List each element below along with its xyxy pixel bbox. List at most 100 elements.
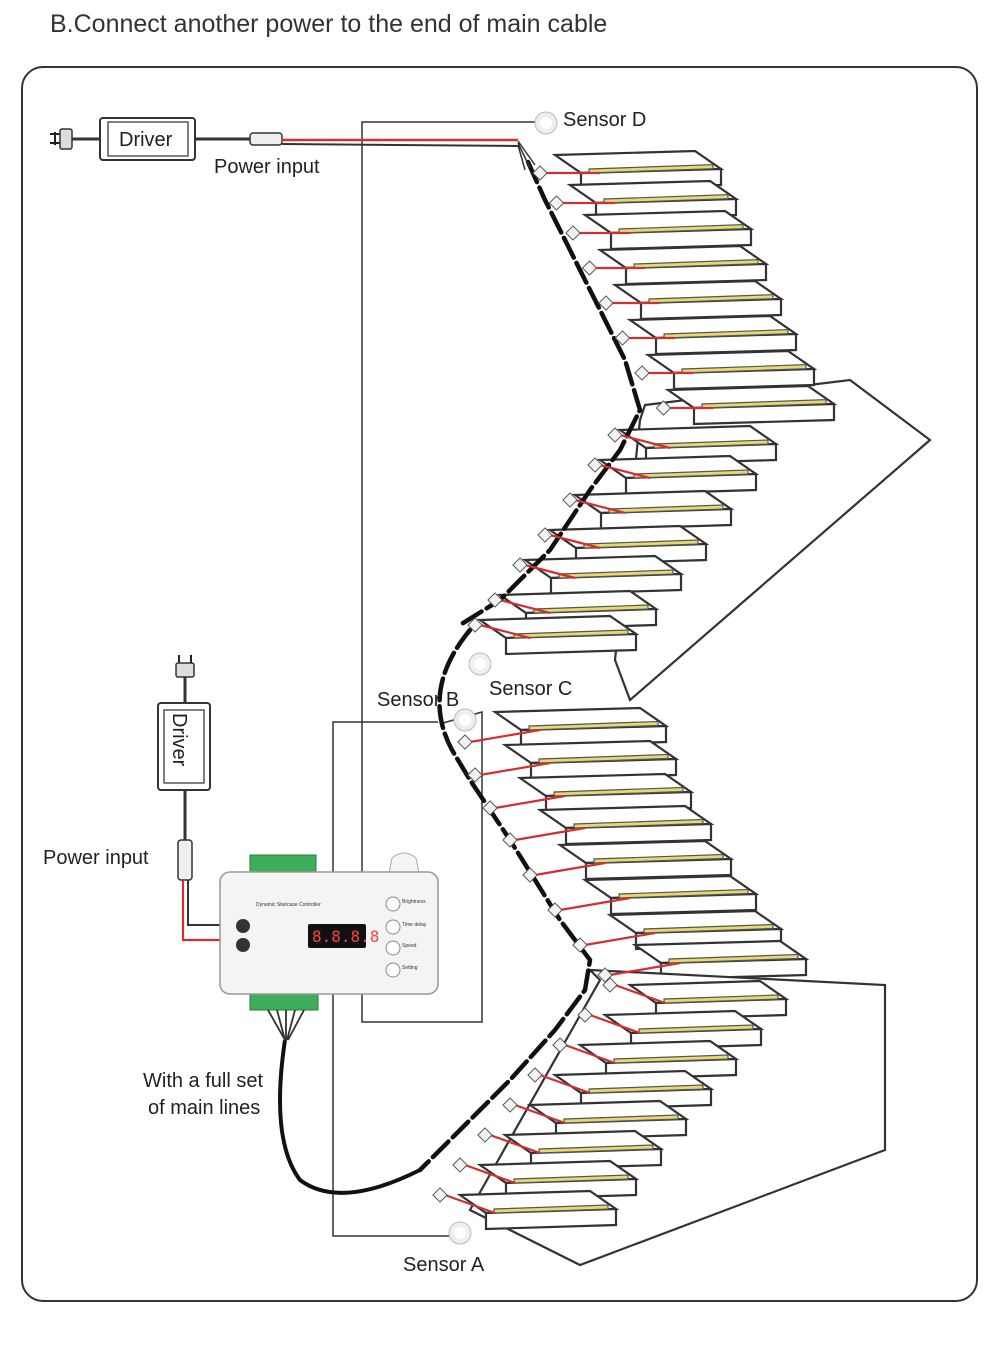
upper-step — [644, 349, 818, 391]
branch-wire — [549, 533, 601, 550]
sensor-c — [468, 652, 492, 676]
branch-wire — [514, 826, 586, 842]
middle-lower-step — [556, 839, 735, 881]
branch-wire — [464, 1163, 516, 1185]
middle-lower-step — [501, 739, 680, 781]
branch-wire — [564, 1043, 616, 1065]
sensor-d — [534, 111, 558, 135]
sensor-c-label: Sensor C — [489, 678, 572, 700]
connector-clip — [522, 867, 538, 883]
connector-clip — [532, 165, 548, 181]
main-cable-loop — [278, 1039, 421, 1195]
controller-name: Dynamic Staircase Controller — [256, 902, 321, 908]
connector-clip — [482, 800, 498, 816]
connector-clip — [607, 427, 623, 443]
branch-wire — [599, 463, 651, 480]
branch-wire — [539, 1073, 591, 1095]
button-label-time-delay: Time delay — [402, 922, 427, 928]
button-label-speed: Speed — [402, 943, 417, 949]
connector-clip — [452, 1157, 468, 1173]
top-power-supply — [50, 117, 536, 171]
connector-clip — [547, 902, 563, 918]
branch-wire — [489, 1133, 541, 1155]
branch-wire — [619, 433, 671, 450]
controller-output-wires — [267, 1009, 305, 1041]
branch-wire — [524, 563, 576, 580]
led-branch-wires — [444, 171, 713, 1215]
driver-top-label: Driver — [119, 129, 173, 151]
connector-clip — [587, 457, 603, 473]
lower-step — [626, 979, 790, 1021]
button-label-setting: Setting — [402, 965, 418, 971]
lower-step — [456, 1189, 620, 1231]
diagram-frame — [21, 66, 978, 1302]
connector-clip — [502, 1097, 518, 1113]
power-input-left-label: Power input — [43, 847, 149, 869]
sensor-b-label: Sensor B — [377, 689, 459, 711]
middle-lower-step — [581, 874, 760, 916]
branch-wire — [479, 761, 551, 777]
middle-step — [571, 489, 735, 531]
branch-wire — [534, 861, 606, 877]
main-lines-label-1: With a full set — [143, 1070, 263, 1092]
connector-clip — [655, 400, 672, 416]
middle-step — [521, 554, 685, 596]
branch-wire — [479, 623, 531, 640]
branch-wire — [574, 498, 626, 515]
branch-wire — [499, 598, 551, 615]
connector-clip — [634, 365, 650, 381]
branch-wire — [514, 1103, 566, 1125]
staircase-controller — [219, 852, 439, 1011]
middle-lower-step — [536, 804, 715, 846]
branch-wire — [584, 931, 656, 947]
stair-flight-middle — [476, 424, 810, 981]
middle-step — [596, 454, 760, 496]
branch-wire — [494, 794, 566, 810]
upper-step — [611, 279, 785, 321]
branch-wire — [609, 961, 681, 977]
connector-clip — [598, 295, 614, 311]
connector-clip — [562, 492, 578, 508]
connector-clip — [487, 592, 503, 608]
sensor-a-label: Sensor A — [403, 1254, 485, 1276]
connector-clip — [537, 527, 553, 543]
connector-clip — [565, 225, 581, 241]
connector-clip — [502, 832, 518, 848]
upper-step — [581, 209, 755, 251]
branch-wire — [559, 896, 631, 912]
main-cable — [417, 159, 643, 1173]
connector-clip — [512, 557, 528, 573]
connector-clip — [467, 767, 483, 783]
connector-clip — [548, 195, 565, 211]
connector-clips — [432, 165, 672, 1203]
controller-display: 8.8.8.8 — [312, 927, 379, 946]
main-lines-label-2: of main lines — [148, 1097, 260, 1119]
connector-clip — [577, 1007, 593, 1023]
upper-step — [626, 314, 800, 356]
middle-step — [476, 614, 640, 656]
connector-clip — [477, 1127, 493, 1143]
branch-wire — [589, 1013, 641, 1035]
sensor-b — [453, 708, 477, 732]
stair-flight-lower — [456, 968, 887, 1267]
middle-step — [496, 589, 660, 631]
connector-clip — [597, 967, 613, 983]
power-input-top-label: Power input — [214, 156, 320, 178]
connector-clip — [614, 330, 631, 346]
upper-step — [664, 384, 838, 426]
branch-wire — [469, 728, 541, 744]
sensor-d-label: Sensor D — [563, 109, 646, 131]
upper-step — [596, 244, 770, 286]
connector-clip — [572, 937, 588, 953]
connector-clip — [602, 977, 618, 993]
branch-wire — [444, 1193, 496, 1215]
connector-clip — [581, 260, 598, 276]
middle-lower-step — [606, 909, 785, 951]
middle-lower-step — [631, 939, 810, 981]
connector-clip — [467, 617, 483, 633]
connector-clip — [552, 1037, 568, 1053]
page-title: B.Connect another power to the end of ma… — [50, 10, 608, 38]
sensor-a — [448, 1221, 472, 1245]
branch-wire — [614, 983, 666, 1005]
